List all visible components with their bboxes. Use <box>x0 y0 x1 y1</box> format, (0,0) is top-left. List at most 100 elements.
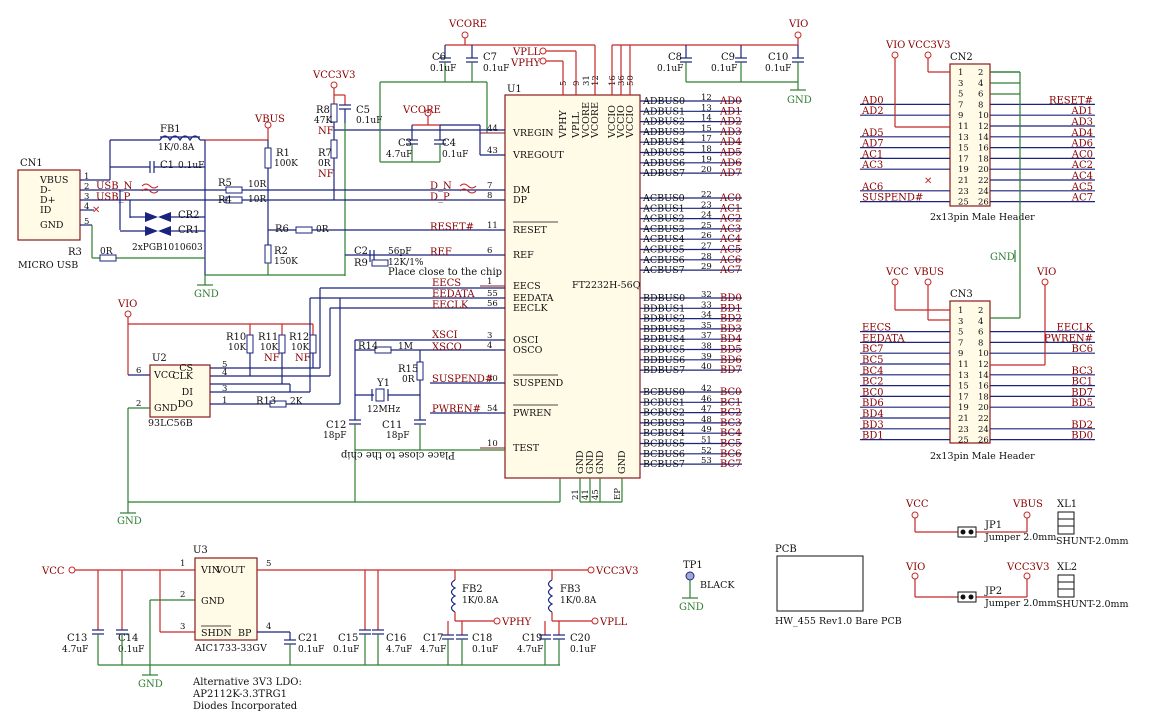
u1-bus-pin-number: 26 <box>701 231 712 241</box>
r13-ref: R13 <box>256 396 276 407</box>
header-left-net: AC1 <box>861 149 883 160</box>
u2-pin-name: VCC <box>153 370 175 381</box>
header-pin-number: 13 <box>958 371 969 381</box>
u1-top-pin-name: VCCIO <box>616 105 627 139</box>
cn1-pin-number: 1 <box>84 172 89 182</box>
u1-bus-pin-number: 49 <box>701 425 712 435</box>
header-pin-number: 8 <box>978 338 983 348</box>
header-right-net: BD0 <box>1071 431 1093 442</box>
u1-bus-net-label: AD7 <box>719 168 742 179</box>
r3-ref: R3 <box>68 247 82 258</box>
r12-nf: NF <box>295 353 311 364</box>
net-d-p: D_P <box>430 192 450 203</box>
r9-ref: R9 <box>354 258 368 269</box>
y1-val: 12MHz <box>367 405 401 415</box>
r5-val: 10R <box>248 180 266 190</box>
u1-pin-number: 8 <box>487 191 492 201</box>
header-left-net: BC2 <box>862 377 884 388</box>
u1-bus-pin-number: 53 <box>701 456 712 466</box>
u1-pin-name: DP <box>513 195 528 206</box>
header-pin-number: 14 <box>978 371 989 381</box>
u2-pin-name: GND <box>154 403 178 414</box>
header-left-net: SUSPEND# <box>862 193 923 204</box>
vphy-top-label: VPHY <box>510 58 541 69</box>
u2-pin-name: DO <box>178 399 194 410</box>
c20-val: 0.1uF <box>570 645 596 655</box>
header-right-net: BC3 <box>1071 366 1093 377</box>
u1-top-pin-number: 50 <box>626 75 636 86</box>
c17-ref: C17 <box>423 633 443 644</box>
u1-bus-pin-number: 34 <box>701 311 712 321</box>
u1-bus-pin-name: ADBUS6 <box>642 158 685 169</box>
u1-bus-net-label: BC7 <box>720 459 742 470</box>
header-pin-number: 16 <box>978 144 989 154</box>
c4-val: 0.1uF <box>442 150 468 160</box>
u3-pin-number: 3 <box>180 622 185 632</box>
header-right-net: AD3 <box>1070 117 1093 128</box>
header-pin-number: 6 <box>978 328 983 338</box>
pcb-block: PCB HW_455 Rev1.0 Bare PCB <box>775 544 902 627</box>
u1-bus-net-label: BD5 <box>720 345 742 356</box>
header-left-net: BD4 <box>862 409 884 420</box>
vpll-top-label: VPLL <box>512 47 541 58</box>
u1-pin-number: 3 <box>487 331 492 341</box>
u1-bottom-pin-name: GND <box>585 450 596 474</box>
tp1-ref: TP1 <box>683 560 703 571</box>
net-pwren: PWREN# <box>432 404 481 415</box>
tp1-pad <box>685 571 695 581</box>
u1-bus-pin-name: BDBUS6 <box>643 355 685 366</box>
header-pin-number: 11 <box>958 122 969 132</box>
jp2-right-label: VCC3V3 <box>1006 562 1049 573</box>
r10-ref: R10 <box>226 332 246 343</box>
u2-pin-number: 6 <box>136 366 141 376</box>
header-pin-number: 26 <box>978 436 989 446</box>
u1-bus-pin-number: 37 <box>701 331 712 341</box>
cn2-ref: CN2 <box>950 52 973 63</box>
header-left-net: BC4 <box>862 366 884 377</box>
header-right-net: AD4 <box>1070 128 1093 139</box>
r9-val: 12K/1% <box>388 258 424 268</box>
header-right-net: AC2 <box>1071 160 1093 171</box>
r4-val: 10R <box>248 195 266 205</box>
u3-note-2: Diodes Incorporated <box>193 701 298 712</box>
u1-bus-net-label: BD7 <box>720 365 742 376</box>
header-pin-number: 2 <box>978 306 983 316</box>
u1-bus-net-label: BD1 <box>720 303 742 314</box>
header-left-net: BC7 <box>862 344 884 355</box>
header-pin-number: 24 <box>978 425 989 435</box>
c2-val: 56pF <box>388 247 411 257</box>
u1-pin-number: 44 <box>487 124 498 134</box>
header-right-net: AC4 <box>1071 171 1093 182</box>
u1-pin-name: REF <box>513 250 534 261</box>
vcc-ldo-label: VCC <box>41 566 65 577</box>
c1-ref: C1 <box>160 160 174 171</box>
u2-pin-number: 4 <box>222 368 227 378</box>
vio-u2-symbol <box>124 310 132 318</box>
header-pin-number: 11 <box>958 360 969 370</box>
net-eedata: EEDATA <box>432 289 475 300</box>
u1-bus-pin-number: 22 <box>701 190 712 200</box>
u1-pin-number: 10 <box>487 439 498 449</box>
u1-pin-name: VREGIN <box>512 128 554 139</box>
net-eecs: EECS <box>432 278 461 289</box>
u1-pin-number: 30 <box>487 374 498 384</box>
header-pin-number: 21 <box>958 414 969 424</box>
vpll-top-symbol <box>539 47 547 55</box>
c6-ref: C6 <box>432 52 446 63</box>
c5-val: 0.1uF <box>356 116 382 126</box>
header-pin-number: 18 <box>978 392 989 402</box>
c8-val: 0.1uF <box>657 64 683 74</box>
r14-val: 1M <box>398 342 413 352</box>
u1-bottom-pin-name: GND <box>617 450 628 474</box>
c16-val: 4.7uF <box>386 645 412 655</box>
u1-bus-net-label: BC1 <box>720 397 742 408</box>
vcc3v3-a-symbol <box>330 81 338 89</box>
u1-bus-pin-name: ADBUS2 <box>642 117 685 128</box>
r2-val: 150K <box>274 257 298 267</box>
u1-bus-net-label: BC6 <box>720 449 742 460</box>
u3-pin-number: 5 <box>266 559 271 569</box>
c10-val: 0.1uF <box>765 64 791 74</box>
